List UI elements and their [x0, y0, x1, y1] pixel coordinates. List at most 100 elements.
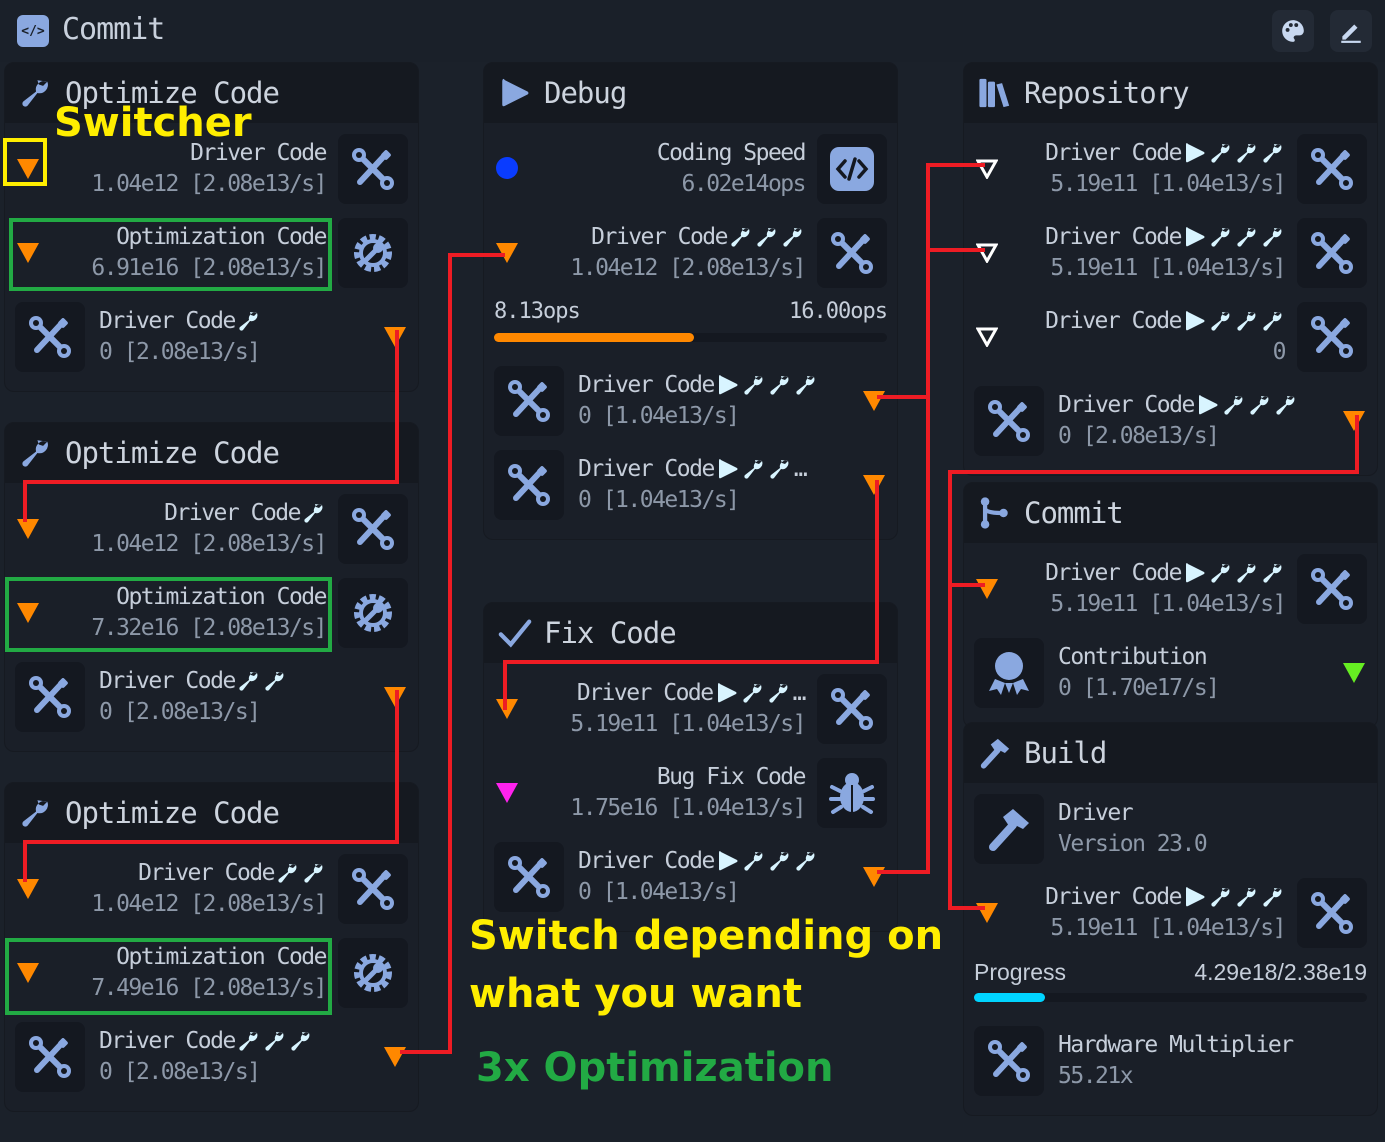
row-icon-button[interactable] [1297, 554, 1367, 624]
switch-triangle[interactable] [384, 1047, 406, 1067]
row-value: 7.32e16 [2.08e13/s] [91, 615, 327, 641]
switch-triangle[interactable] [384, 327, 406, 347]
panel-header: Optimize Code [5, 63, 418, 123]
switch-triangle[interactable] [975, 327, 999, 351]
row-icon-button[interactable] [494, 842, 564, 912]
switch-triangle[interactable] [1343, 663, 1365, 683]
row-icon-button[interactable] [974, 386, 1044, 456]
row-value: 1.04e12 [2.08e13/s] [91, 531, 327, 557]
switch-triangle[interactable] [496, 699, 518, 719]
row-icon-button[interactable] [338, 578, 408, 648]
row-value: Version 23.0 [1058, 831, 1208, 857]
switch-triangle[interactable] [17, 243, 39, 263]
row-icon-button[interactable] [974, 638, 1044, 708]
switch-triangle[interactable] [975, 159, 999, 183]
switch-triangle[interactable] [384, 687, 406, 707]
wrench-icon [768, 373, 792, 397]
switch-triangle[interactable] [975, 243, 999, 267]
row-icon-button[interactable] [338, 938, 408, 1008]
switch-annotation-line2: what you want [469, 971, 802, 1017]
panel-title: Optimize Code [65, 796, 280, 830]
wrench-icon [767, 681, 791, 705]
switch-triangle[interactable] [17, 963, 39, 983]
row-icon-button[interactable] [338, 854, 408, 924]
row-icon-button[interactable] [817, 758, 887, 828]
row-title: Driver Code [578, 456, 715, 482]
wrench-icon [768, 849, 792, 873]
switch-triangle[interactable] [863, 391, 885, 411]
wrench-icon [19, 796, 53, 830]
tools-icon [505, 377, 553, 425]
tools-icon [505, 461, 553, 509]
switch-triangle[interactable] [863, 475, 885, 495]
row-icon-button[interactable] [817, 674, 887, 744]
switch-triangle[interactable] [17, 603, 39, 623]
row-icon-button[interactable] [817, 134, 887, 204]
row-icon-button[interactable] [1297, 134, 1367, 204]
row-icon-button[interactable] [494, 450, 564, 520]
tools-icon [26, 1033, 74, 1081]
wrench-icon [755, 225, 779, 249]
switch-triangle[interactable] [976, 903, 998, 923]
palette-button[interactable] [1272, 10, 1314, 52]
row-icon-button[interactable] [338, 218, 408, 288]
switch-triangle[interactable] [17, 159, 39, 179]
row-icon-button[interactable] [15, 1022, 85, 1092]
row-icon-button[interactable] [1297, 218, 1367, 288]
row-icon-button[interactable] [338, 134, 408, 204]
edit-button[interactable] [1330, 10, 1372, 52]
row-icon-button[interactable] [494, 366, 564, 436]
wrench-icon [1209, 561, 1233, 585]
switch-triangle[interactable] [863, 867, 885, 887]
switch-triangle[interactable] [496, 243, 518, 263]
row-icon-button[interactable] [1297, 878, 1367, 948]
wrench-icon [19, 436, 53, 470]
row-icon-button[interactable] [15, 662, 85, 732]
row-icon-button[interactable] [817, 218, 887, 288]
row-title: Driver Code [99, 1028, 236, 1054]
switch-triangle[interactable] [17, 879, 39, 899]
row-icon-button[interactable] [1297, 302, 1367, 372]
switch-triangle[interactable] [17, 519, 39, 539]
top-bar: </> Commit [0, 0, 1385, 62]
switch-triangle[interactable] [496, 783, 518, 803]
tools-icon [505, 853, 553, 901]
wrench-icon [1222, 393, 1246, 417]
optimization-highlight [9, 218, 332, 291]
row-icon-button[interactable] [974, 1026, 1044, 1096]
panel-header: Repository [964, 63, 1377, 123]
panel-header: Fix Code [484, 603, 897, 663]
row-icon-button[interactable] [974, 794, 1044, 864]
wrench-icon [237, 669, 261, 693]
switch-triangle[interactable] [976, 579, 998, 599]
generator-row[interactable]: Driver Code…0 [1.04e13/s] [484, 447, 897, 523]
generator-row[interactable]: Driver Code…5.19e11 [1.04e13/s] [484, 671, 897, 747]
row-icon-button[interactable] [15, 302, 85, 372]
switch-triangle[interactable] [1343, 411, 1365, 431]
panel-title: Build [1024, 736, 1107, 770]
row-icon-button[interactable] [338, 494, 408, 564]
